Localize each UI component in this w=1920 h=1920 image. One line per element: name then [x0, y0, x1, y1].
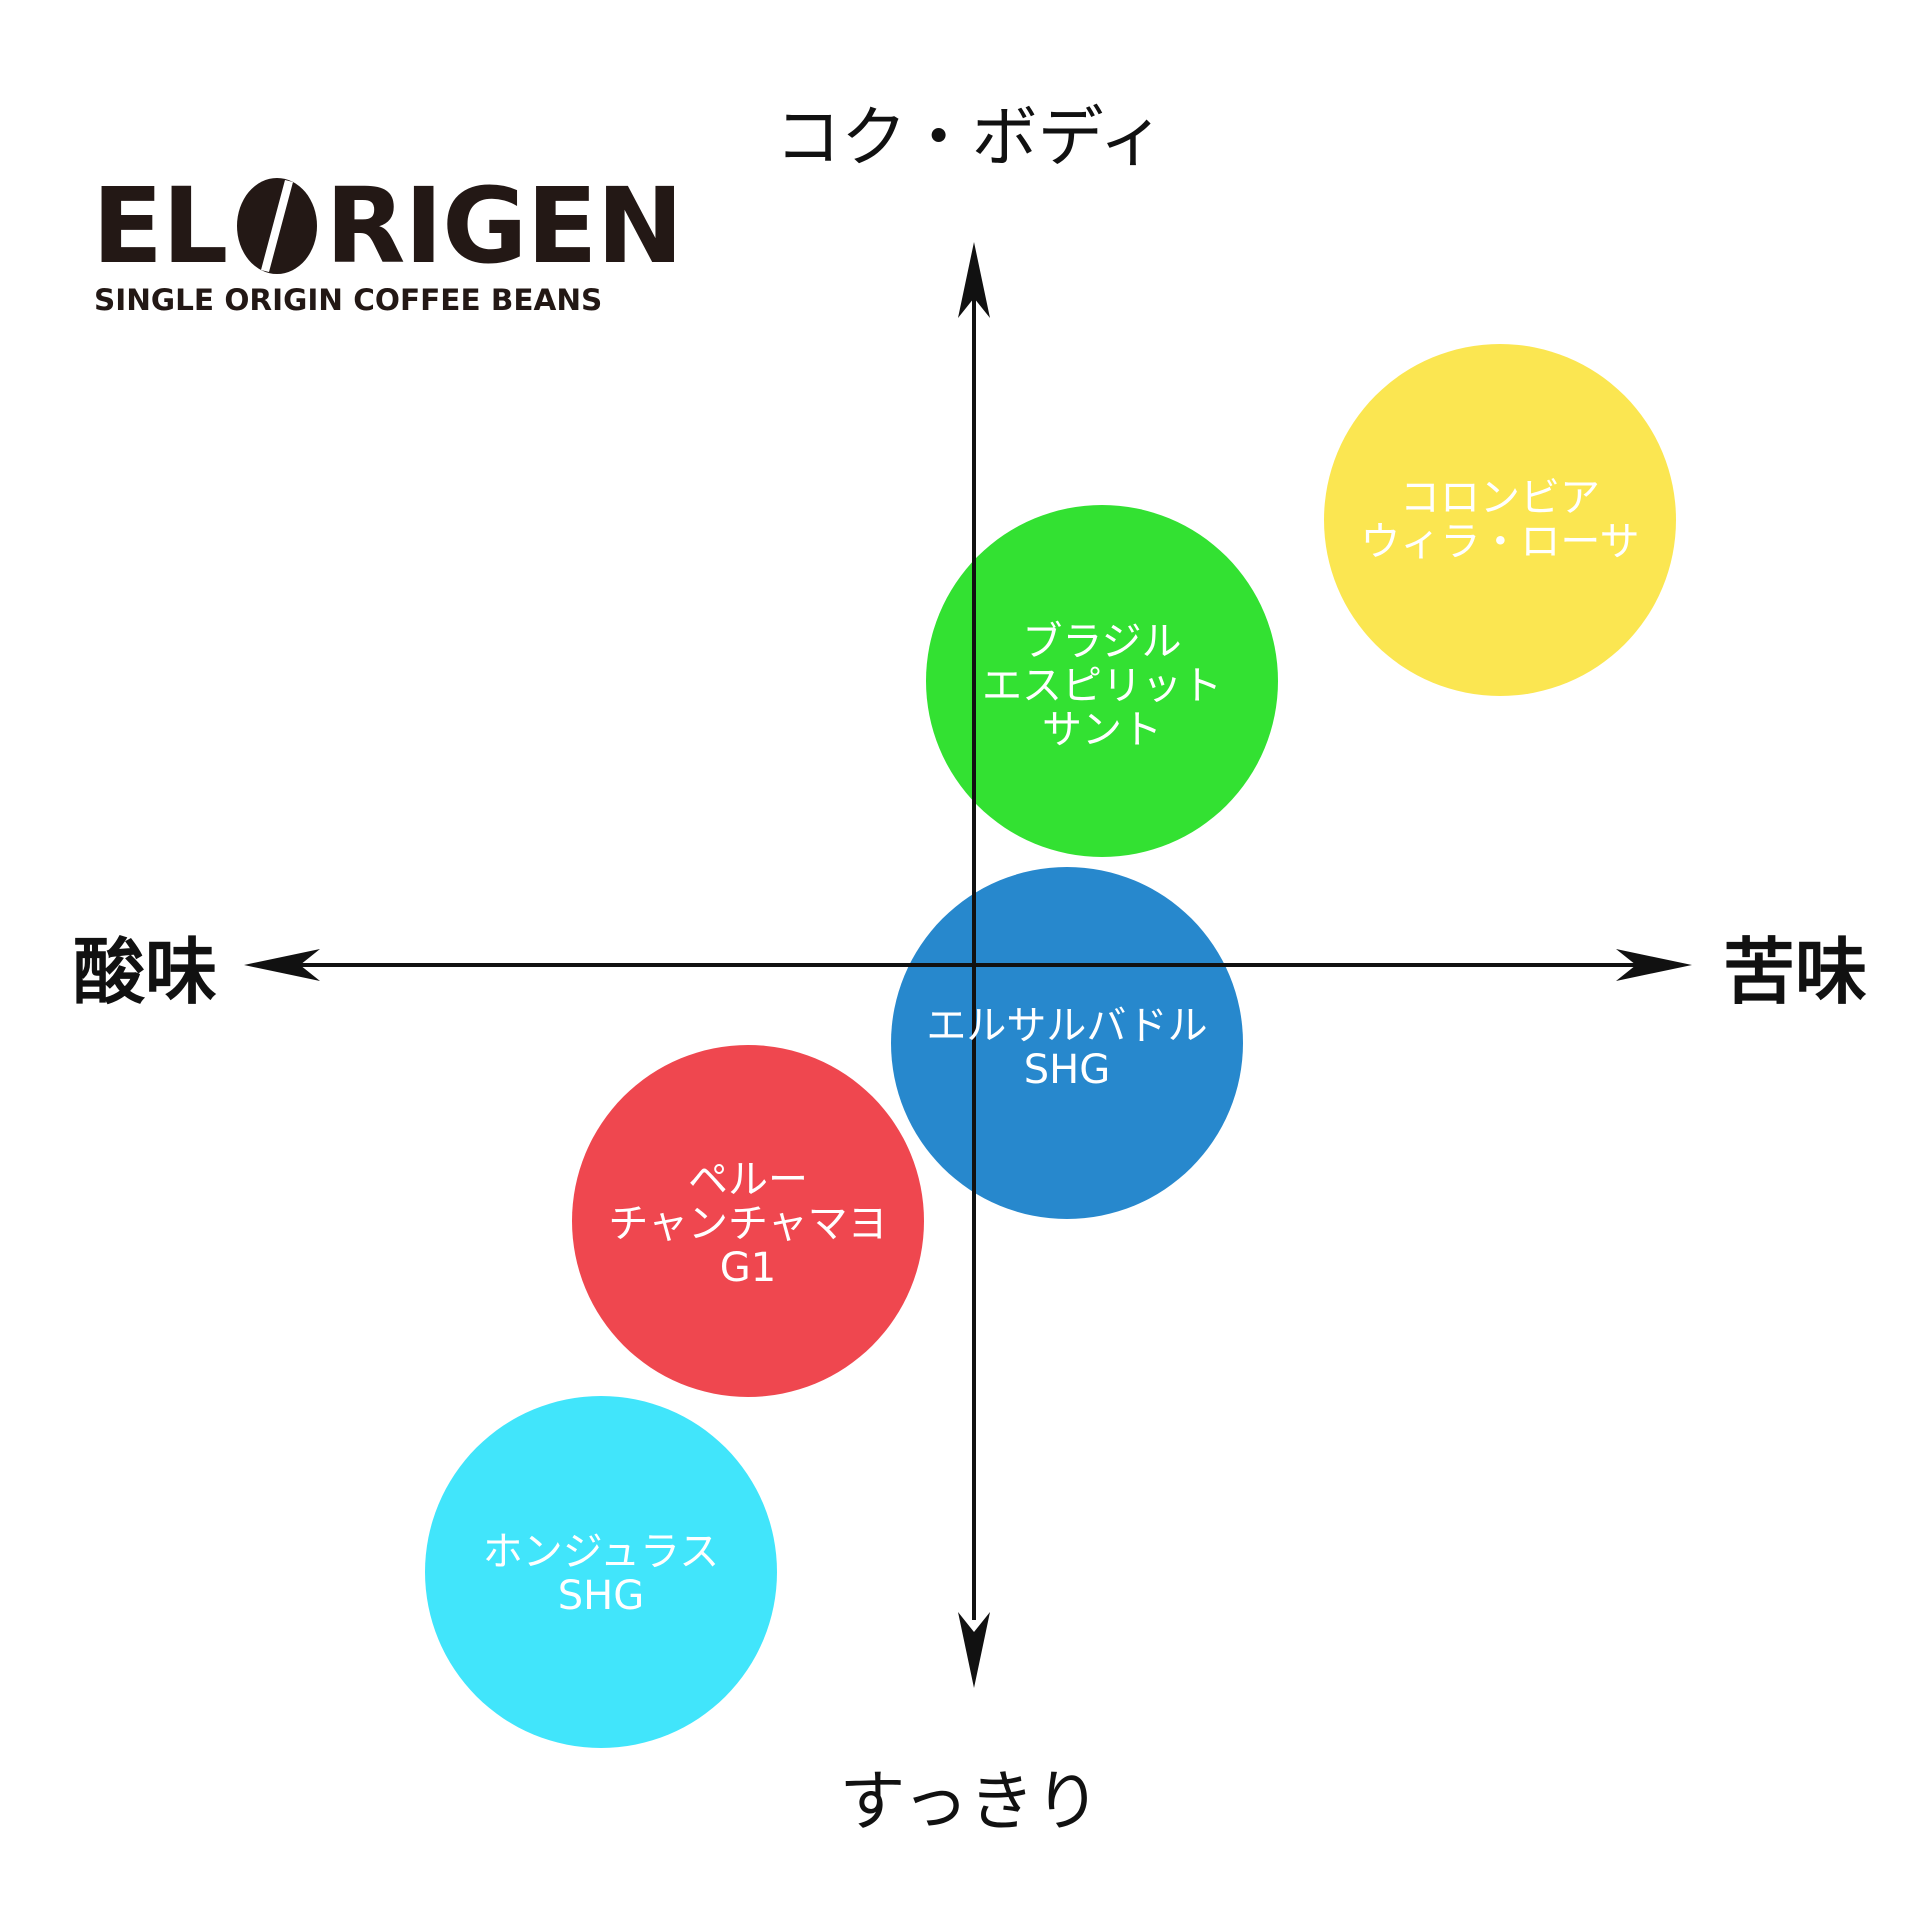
axes — [244, 242, 1692, 1688]
bean-circle-el-salvador — [891, 867, 1243, 1219]
bean-label-line: ブラジル — [1022, 619, 1182, 665]
bean-label-line: SHG — [557, 1573, 645, 1619]
axis-label-bitterness: 苦味 — [1722, 930, 1867, 1014]
bean-circle-brazil — [926, 505, 1278, 857]
bean-circle-colombia — [1324, 344, 1676, 696]
logo-wordmark-right: RIGEN — [325, 165, 683, 287]
axis-label-clean: すっきり — [839, 1763, 1101, 1840]
bean-label-peru: ペルー チャンチャマヨ G1 — [568, 1158, 928, 1290]
bean-label-colombia: コロンビア ウィラ・ローサ — [1320, 476, 1680, 564]
bean-label-honduras: ホンジュラス SHG — [421, 1530, 781, 1618]
logo-wordmark-left: EL — [92, 165, 228, 287]
bean-circle-honduras — [425, 1396, 777, 1748]
arrow-right-icon — [1616, 949, 1692, 981]
coffee-bean-icon — [237, 178, 318, 274]
arrow-up-icon — [958, 242, 990, 318]
arrow-left-icon — [244, 949, 320, 981]
bean-label-line: ホンジュラス — [482, 1529, 720, 1575]
logo-wordmark: EL RIGEN — [92, 165, 684, 287]
bean-label-brazil: ブラジル エスピリット サント — [922, 620, 1282, 752]
bean-label-el-salvador: エルサルバドル SHG — [887, 1004, 1247, 1092]
bean-label-line: チャンチャマヨ — [608, 1201, 888, 1247]
bean-label-line: ウィラ・ローサ — [1360, 519, 1640, 565]
axis-label-body: コク・ボディ — [774, 99, 1166, 176]
axis-label-acidity: 酸味 — [72, 930, 217, 1014]
bean-label-line: SHG — [1023, 1047, 1111, 1093]
bean-label-line: エルサルバドル — [926, 1003, 1208, 1049]
brand-logo: EL RIGEN SINGLE ORIGIN COFFEE BEANS — [92, 174, 684, 326]
bean-circle-peru — [572, 1045, 924, 1397]
bean-label-line: G1 — [719, 1245, 777, 1291]
logo-tagline: SINGLE ORIGIN COFFEE BEANS — [94, 283, 603, 317]
bean-label-line: コロンビア — [1400, 475, 1600, 521]
arrow-down-icon — [958, 1612, 990, 1688]
bean-label-line: サント — [1042, 707, 1162, 753]
bean-label-line: エスピリット — [982, 663, 1222, 709]
bean-label-line: ペルー — [688, 1157, 808, 1203]
